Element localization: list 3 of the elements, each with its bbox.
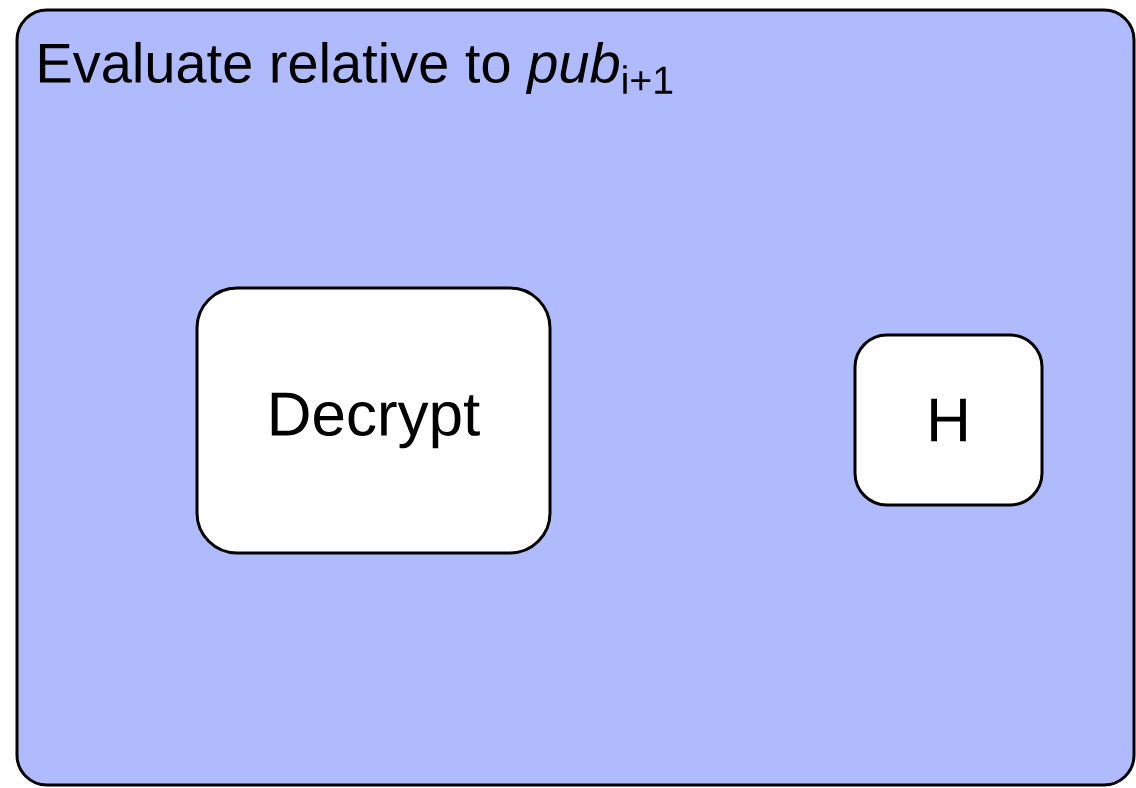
process-box: Decrypt — [195, 286, 552, 555]
heading: Evaluate relative to pub$_{i+1}$ — [40, 41, 673, 95]
process-box: H — [853, 333, 1044, 507]
